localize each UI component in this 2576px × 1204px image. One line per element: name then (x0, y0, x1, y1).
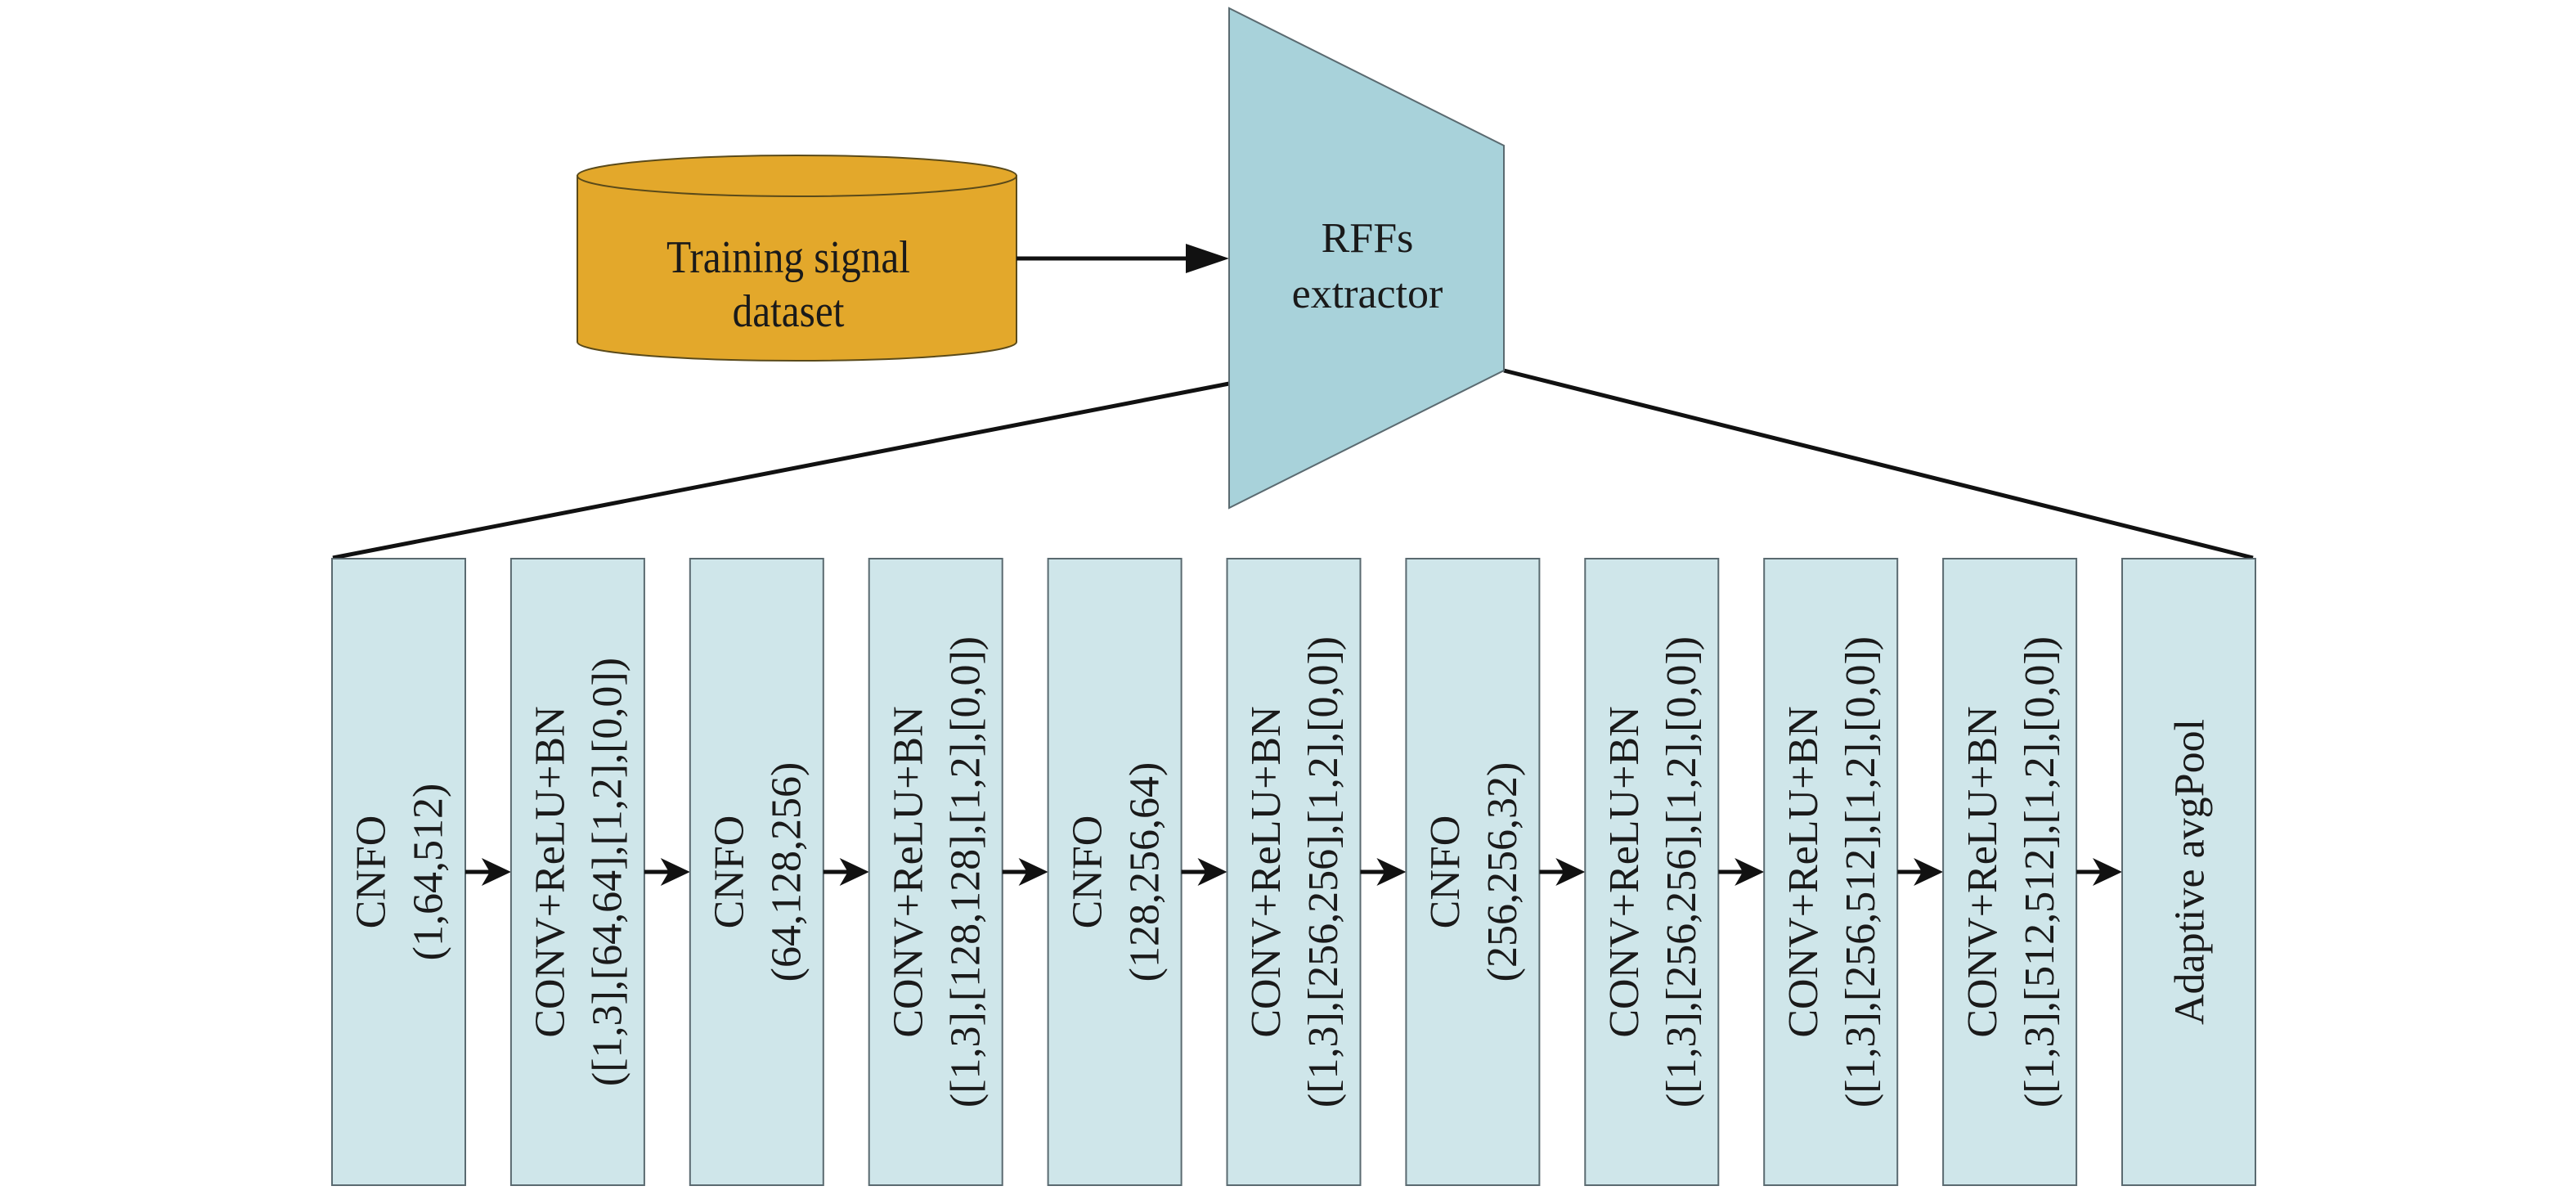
arrow-head-icon (1735, 858, 1765, 886)
block-label-title: CNFO (348, 815, 395, 929)
block-connector-arrow (1360, 858, 1407, 886)
block-label-title: CONV+ReLU+BN (527, 706, 574, 1037)
block-label-title: CONV+ReLU+BN (885, 706, 931, 1037)
extractor-label-line-2: extractor (1292, 271, 1443, 317)
dataset-label-line-1: Training signal (666, 232, 910, 283)
block-label-title: CNFO (1064, 815, 1111, 929)
pipeline-block: CONV+ReLU+BN([1,3],[256,256],[1,2],[0,0]… (1226, 558, 1362, 1186)
block-connector-arrow (644, 858, 690, 886)
pipeline-block: CONV+ReLU+BN([1,3],[256,512],[1,2],[0,0]… (1763, 558, 1899, 1186)
block-label-title: CONV+ReLU+BN (1959, 706, 2006, 1037)
expansion-line-left (332, 381, 1230, 560)
pipeline-block: CNFO(64,128,256) (689, 558, 824, 1186)
block-label-title: CNFO (1422, 815, 1469, 929)
block-label-params: (1,64,512) (406, 784, 452, 961)
block-label-params: (64,128,256) (764, 762, 810, 982)
block-rect (1226, 558, 1362, 1186)
arrow-head-icon (1186, 244, 1229, 273)
block-rect (1763, 558, 1899, 1186)
block-label-title: CONV+ReLU+BN (1780, 706, 1827, 1037)
pipeline-block: CNFO(256,256,32) (1405, 558, 1541, 1186)
pipeline-block: CONV+ReLU+BN([1,3],[512,512],[1,2],[0,0]… (1942, 558, 2078, 1186)
pipeline-block: Adaptive avgPool (2121, 558, 2256, 1186)
block-rect (1584, 558, 1720, 1186)
block-rect (689, 558, 824, 1186)
arrow-head-icon (1914, 858, 1944, 886)
block-rect (1942, 558, 2078, 1186)
block-label-params: ([1,3],[128,128],[1,2],[0,0]) (942, 636, 989, 1107)
arrow-head-icon (2093, 858, 2122, 886)
block-label-params: ([1,3],[256,256],[1,2],[0,0]) (1658, 636, 1705, 1107)
block-connector-arrow (1718, 858, 1765, 886)
arrow-head-icon (1197, 858, 1227, 886)
arrow-head-icon (660, 858, 690, 886)
block-label-title: CNFO (707, 815, 753, 929)
block-label-params: (128,256,64) (1121, 762, 1168, 982)
extractor-trapezoid (1228, 7, 1505, 510)
block-rect (1047, 558, 1183, 1186)
pipeline-block: CONV+ReLU+BN([1,3],[128,128],[1,2],[0,0]… (868, 558, 1003, 1186)
pipeline-block: CONV+ReLU+BN([1,3],[256,256],[1,2],[0,0]… (1584, 558, 1720, 1186)
rffs-extractor: RFFs extractor (1228, 7, 1505, 510)
training-dataset-cylinder: Training signal dataset (577, 155, 1017, 362)
block-label-title: CONV+ReLU+BN (1243, 706, 1290, 1037)
pipeline-block: CONV+ReLU+BN([1,3],[64,64],[1,2],[0,0]) (509, 558, 645, 1186)
extractor-label-line-1: RFFs (1322, 215, 1414, 262)
block-connector-arrow (465, 858, 511, 886)
block-rect (2121, 558, 2256, 1186)
block-label-title: Adaptive avgPool (2167, 719, 2214, 1025)
block-rect (331, 558, 466, 1186)
block-connector-arrow (1002, 858, 1048, 886)
arrow-head-icon (1376, 858, 1407, 886)
block-connector-arrow (2076, 858, 2122, 886)
block-connector-arrow (823, 858, 869, 886)
block-label-params: ([1,3],[64,64],[1,2],[0,0]) (585, 658, 631, 1086)
arrow-head-icon (1555, 858, 1586, 886)
block-label-params: ([1,3],[256,256],[1,2],[0,0]) (1300, 636, 1347, 1107)
block-label-params: (256,256,32) (1479, 762, 1526, 982)
block-label-title: CONV+ReLU+BN (1601, 706, 1648, 1037)
extractor-pipeline: CNFO(1,64,512)CONV+ReLU+BN([1,3],[64,64]… (331, 558, 2256, 1186)
block-connector-arrow (1897, 858, 1944, 886)
arrow-head-icon (481, 858, 511, 886)
expansion-line-right (1503, 368, 2254, 560)
block-rect (509, 558, 645, 1186)
pipeline-block: CNFO(1,64,512) (331, 558, 466, 1186)
block-connector-arrow (1539, 858, 1586, 886)
block-label-params: ([1,3],[512,512],[1,2],[0,0]) (2017, 636, 2063, 1107)
dataset-label-line-2: dataset (733, 286, 845, 337)
arrow-head-icon (839, 858, 869, 886)
block-connector-arrow (1181, 858, 1227, 886)
arrow-head-icon (1018, 858, 1048, 886)
cylinder-body (577, 175, 1017, 362)
cylinder-top (577, 155, 1017, 197)
pipeline-block: CNFO(128,256,64) (1047, 558, 1183, 1186)
block-label-params: ([1,3],[256,512],[1,2],[0,0]) (1838, 636, 1884, 1107)
dataset-to-extractor-arrow (1016, 244, 1229, 273)
block-rect (1405, 558, 1541, 1186)
